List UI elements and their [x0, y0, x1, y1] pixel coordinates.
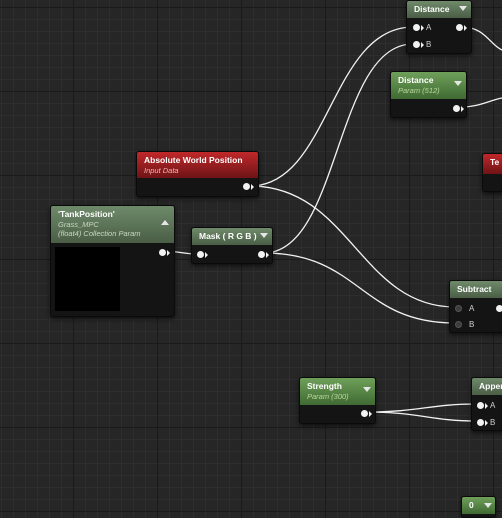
- distance-output-pin[interactable]: [456, 24, 463, 31]
- partial-red-node[interactable]: Te: [482, 153, 502, 192]
- append-node-header[interactable]: Apper: [472, 378, 502, 395]
- pin-arrow-icon: [461, 106, 464, 112]
- constant-zero-node[interactable]: 0: [461, 496, 496, 518]
- absolute-world-position-output-pin[interactable]: [243, 183, 250, 190]
- mask-output-pin[interactable]: [258, 251, 265, 258]
- distance-param-node[interactable]: Distance Param (512): [390, 71, 467, 118]
- pin-arrow-icon: [167, 250, 170, 256]
- subtract-node[interactable]: Subtract A B: [449, 280, 502, 333]
- distance-pin-b-label: B: [426, 40, 432, 49]
- tank-position-node[interactable]: 'TankPosition' Grass_MPC (float4) Collec…: [50, 205, 175, 317]
- wire-abs-to-subtract-a: [249, 185, 456, 308]
- append-pin-b-label: B: [490, 418, 496, 427]
- mask-node-title: Mask ( R G B ): [199, 231, 257, 241]
- collapse-arrow-icon[interactable]: [454, 81, 462, 86]
- strength-node-header[interactable]: Strength Param (300): [300, 378, 375, 405]
- wire-abs-to-distance-a: [249, 26, 414, 187]
- subtract-node-title: Subtract: [457, 284, 492, 294]
- collapse-arrow-icon[interactable]: [260, 233, 268, 238]
- absolute-world-position-node[interactable]: Absolute World Position Input Data: [136, 151, 259, 197]
- tank-position-output-pin[interactable]: [159, 249, 166, 256]
- subtract-pin-a-label: A: [469, 304, 475, 313]
- absolute-world-position-subtitle: Input Data: [144, 166, 179, 175]
- pin-arrow-icon: [369, 411, 372, 417]
- mask-node-header[interactable]: Mask ( R G B ): [192, 228, 272, 245]
- strength-output-pin[interactable]: [361, 410, 368, 417]
- collapse-arrow-icon[interactable]: [363, 387, 371, 392]
- pin-arrow-icon: [485, 403, 488, 409]
- subtract-pin-b[interactable]: [455, 321, 462, 328]
- pin-arrow-icon: [464, 25, 467, 31]
- wire-mask-to-subtract-b: [263, 252, 456, 324]
- pin-arrow-icon: [421, 42, 424, 48]
- strength-node[interactable]: Strength Param (300): [299, 377, 376, 424]
- tank-position-subtitle-1: Grass_MPC: [58, 220, 99, 229]
- collapse-arrow-icon[interactable]: [459, 6, 467, 11]
- collapse-arrow-icon[interactable]: [161, 220, 169, 225]
- subtract-pin-b-label: B: [469, 320, 475, 329]
- append-pin-a[interactable]: [477, 402, 484, 409]
- constant-zero-title: 0: [469, 500, 474, 510]
- mask-node[interactable]: Mask ( R G B ): [191, 227, 273, 264]
- subtract-node-header[interactable]: Subtract: [450, 281, 502, 298]
- pin-arrow-icon: [421, 25, 424, 31]
- distance-param-output-pin[interactable]: [453, 105, 460, 112]
- distance-param-subtitle: Param (512): [398, 86, 440, 95]
- distance-param-header[interactable]: Distance Param (512): [391, 72, 466, 99]
- append-pin-a-label: A: [490, 401, 496, 410]
- pin-arrow-icon: [485, 420, 488, 426]
- append-node[interactable]: Apper A B: [471, 377, 502, 431]
- wire-strength-to-append-a: [365, 403, 478, 413]
- tank-position-header[interactable]: 'TankPosition' Grass_MPC (float4) Collec…: [51, 206, 174, 243]
- subtract-pin-a[interactable]: [455, 305, 462, 312]
- partial-red-header[interactable]: Te: [483, 154, 502, 174]
- absolute-world-position-title: Absolute World Position: [144, 155, 243, 165]
- absolute-world-position-header[interactable]: Absolute World Position Input Data: [137, 152, 258, 178]
- distance-param-title: Distance: [398, 75, 434, 85]
- tank-position-preview: [55, 247, 120, 311]
- distance-node-header[interactable]: Distance: [407, 1, 471, 18]
- pin-arrow-icon: [251, 184, 254, 190]
- subtract-output-pin[interactable]: [496, 305, 502, 312]
- append-pin-b[interactable]: [477, 419, 484, 426]
- collapse-arrow-icon[interactable]: [484, 503, 492, 508]
- pin-arrow-icon: [266, 252, 269, 258]
- strength-node-subtitle: Param (300): [307, 392, 349, 401]
- partial-red-title: Te: [490, 157, 500, 167]
- constant-zero-header[interactable]: 0: [462, 497, 495, 514]
- mask-input-pin[interactable]: [197, 251, 204, 258]
- distance-pin-a-label: A: [426, 23, 432, 32]
- distance-pin-b[interactable]: [413, 41, 420, 48]
- distance-node[interactable]: Distance A B: [406, 0, 472, 54]
- tank-position-subtitle-2: (float4) Collection Param: [58, 229, 141, 238]
- distance-pin-a[interactable]: [413, 24, 420, 31]
- distance-node-title: Distance: [414, 4, 450, 14]
- wire-strength-to-append-b: [365, 411, 478, 422]
- append-node-title: Apper: [479, 381, 502, 391]
- pin-arrow-icon: [205, 252, 208, 258]
- tank-position-title: 'TankPosition': [58, 209, 115, 219]
- strength-node-title: Strength: [307, 381, 342, 391]
